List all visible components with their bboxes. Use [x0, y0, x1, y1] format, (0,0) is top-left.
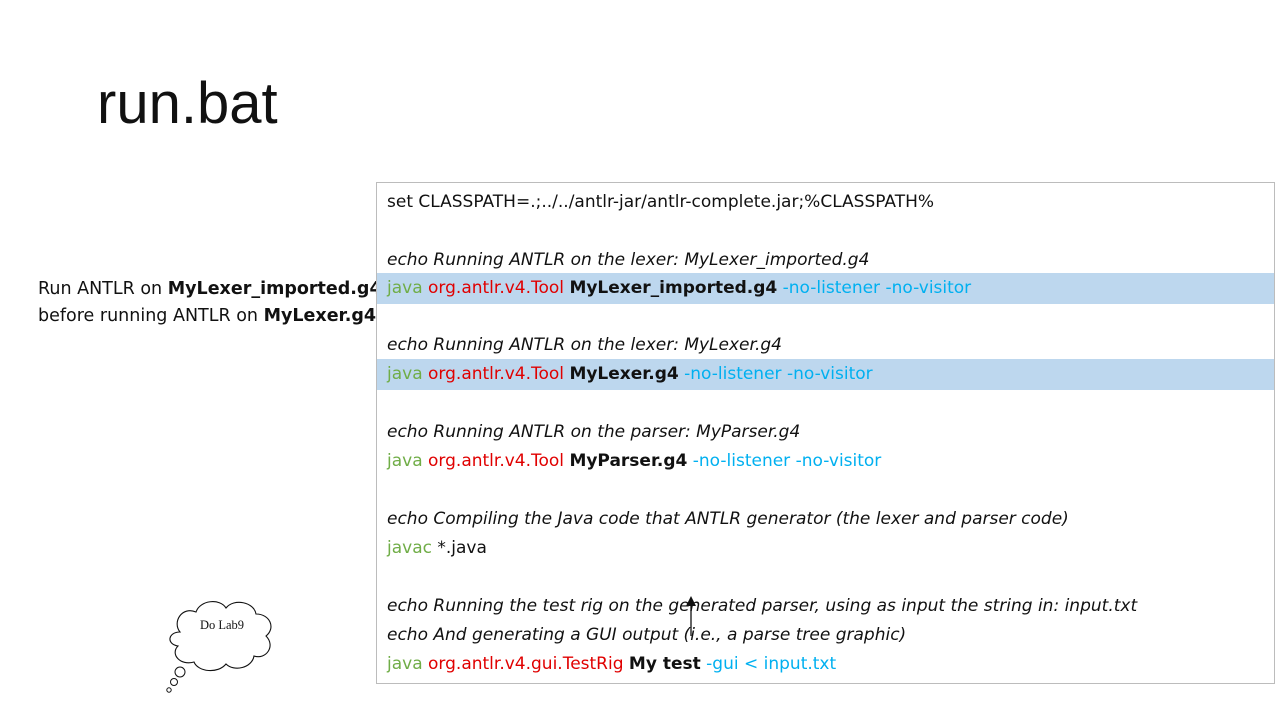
side-note-line-2-prefix: before running ANTLR on: [38, 306, 264, 326]
code-line-echo-compile: echo Compiling the Java code that ANTLR …: [387, 509, 1069, 529]
tool-options: -no-listener -no-visitor: [782, 278, 972, 298]
java-keyword: java: [387, 364, 423, 384]
code-line-echo-parser: echo Running ANTLR on the parser: MyPars…: [387, 422, 801, 442]
java-keyword: java: [387, 451, 423, 471]
grammar-file: MyParser.g4: [569, 451, 688, 471]
thought-cloud-icon: [166, 601, 272, 693]
code-line-echo-gui: echo And generating a GUI output (i.e., …: [387, 625, 907, 645]
side-note-line-2: before running ANTLR on MyLexer.g4: [38, 303, 382, 330]
tool-options: -no-listener -no-visitor: [684, 364, 873, 384]
code-line-cmd-javac: javac *.java: [377, 533, 1274, 564]
side-note-line-1: Run ANTLR on MyLexer_imported.g4: [38, 276, 382, 303]
grammar-file: MyLexer_imported.g4: [569, 278, 778, 298]
code-line-classpath: set CLASSPATH=.;../../antlr-jar/antlr-co…: [387, 192, 935, 212]
code-line-cmd-parser: java org.antlr.v4.Tool MyParser.g4 -no-l…: [377, 446, 1274, 477]
code-line-cmd-lexer: java org.antlr.v4.Tool MyLexer.g4 -no-li…: [377, 359, 1274, 390]
java-keyword: java: [387, 278, 423, 298]
slide-title: run.bat: [97, 71, 278, 136]
code-line-cmd-lexer-imported: java org.antlr.v4.Tool MyLexer_imported.…: [377, 273, 1274, 304]
side-note-line-1-bold: MyLexer_imported.g4: [167, 279, 382, 299]
tool-class: org.antlr.v4.Tool: [428, 364, 565, 384]
testrig-options: -gui < input.txt: [706, 654, 837, 674]
code-box: set CLASSPATH=.;../../antlr-jar/antlr-co…: [376, 182, 1275, 684]
testrig-target: My test: [628, 654, 701, 674]
code-line-echo-lexer: echo Running ANTLR on the lexer: MyLexer…: [387, 335, 782, 355]
side-note-line-1-prefix: Run ANTLR on: [38, 279, 168, 299]
side-note-line-2-bold: MyLexer.g4: [263, 306, 377, 326]
tool-class: org.antlr.v4.Tool: [428, 278, 565, 298]
side-note: Run ANTLR on MyLexer_imported.g4 before …: [38, 276, 382, 330]
code-line-cmd-testrig: java org.antlr.v4.gui.TestRig My test -g…: [377, 649, 1274, 680]
code-line-echo-testrig: echo Running the test rig on the generat…: [387, 596, 1138, 616]
tool-class: org.antlr.v4.gui.TestRig: [428, 654, 624, 674]
up-arrow-icon: [686, 596, 696, 636]
cloud-text: Do Lab9: [199, 618, 245, 632]
javac-keyword: javac: [387, 538, 432, 558]
java-keyword: java: [387, 654, 423, 674]
javac-args: *.java: [437, 538, 487, 558]
tool-options: -no-listener -no-visitor: [692, 451, 882, 471]
tool-class: org.antlr.v4.Tool: [428, 451, 565, 471]
grammar-file: MyLexer.g4: [569, 364, 679, 384]
code-line-echo-lexer-imported: echo Running ANTLR on the lexer: MyLexer…: [387, 250, 870, 270]
